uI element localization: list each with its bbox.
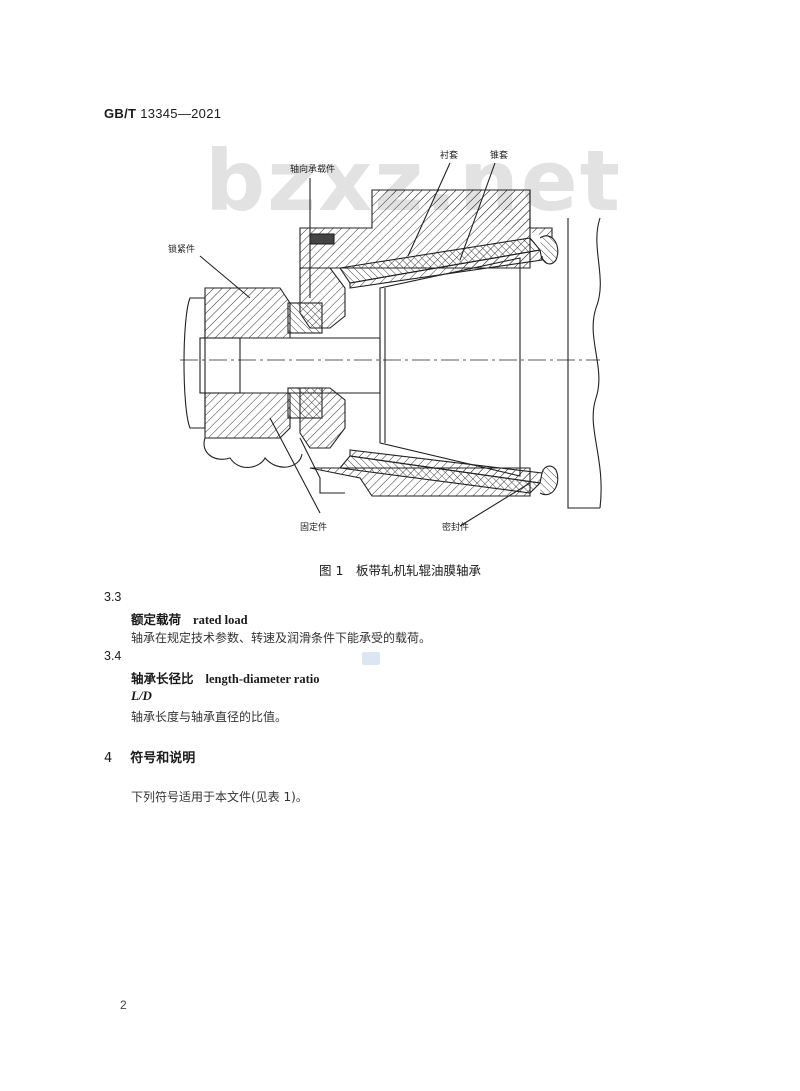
label-axial-load: 轴向承载件 — [290, 163, 335, 175]
figure-caption: 图 1 板带轧机轧辊油膜轴承 — [319, 563, 481, 578]
stamp-mark — [362, 652, 380, 665]
section-number: 3.4 — [104, 649, 122, 663]
standard-header: GB/T 13345—2021 — [104, 106, 221, 121]
page-number: 2 — [120, 998, 127, 1012]
bearing-drawing: 轴向承载件 衬套 锥套 锁紧件 固定件 密封件 — [168, 149, 602, 533]
clause-number: 4 — [104, 751, 113, 766]
label-bushing: 衬套 — [440, 149, 458, 161]
clause-text: 下列符号适用于本文件(见表 1)。 — [131, 790, 308, 804]
term-definition: 轴承长度与轴承直径的比值。 — [131, 710, 288, 724]
term-zh: 额定载荷 — [131, 612, 182, 627]
term-definition: 轴承在规定技术参数、转速及润滑条件下能承受的载荷。 — [131, 631, 432, 645]
standard-code: GB/T — [104, 106, 137, 121]
clause-heading: 4 符号和说明 — [104, 747, 195, 766]
term-line: 额定载荷 rated load — [131, 609, 248, 628]
label-sleeve: 锥套 — [490, 149, 508, 161]
term-zh: 轴承长径比 — [131, 671, 194, 686]
label-fixing: 固定件 — [300, 521, 327, 533]
label-locking: 锁紧件 — [168, 243, 195, 255]
term-en: length-diameter ratio — [205, 672, 320, 686]
standard-number: 13345—2021 — [140, 106, 222, 121]
label-seal: 密封件 — [442, 521, 469, 533]
clause-title: 符号和说明 — [130, 751, 196, 766]
term-symbol: L/D — [131, 688, 152, 703]
term-en: rated load — [193, 613, 248, 627]
section-number: 3.3 — [104, 590, 122, 604]
term-line: 轴承长径比 length-diameter ratio — [131, 668, 320, 687]
